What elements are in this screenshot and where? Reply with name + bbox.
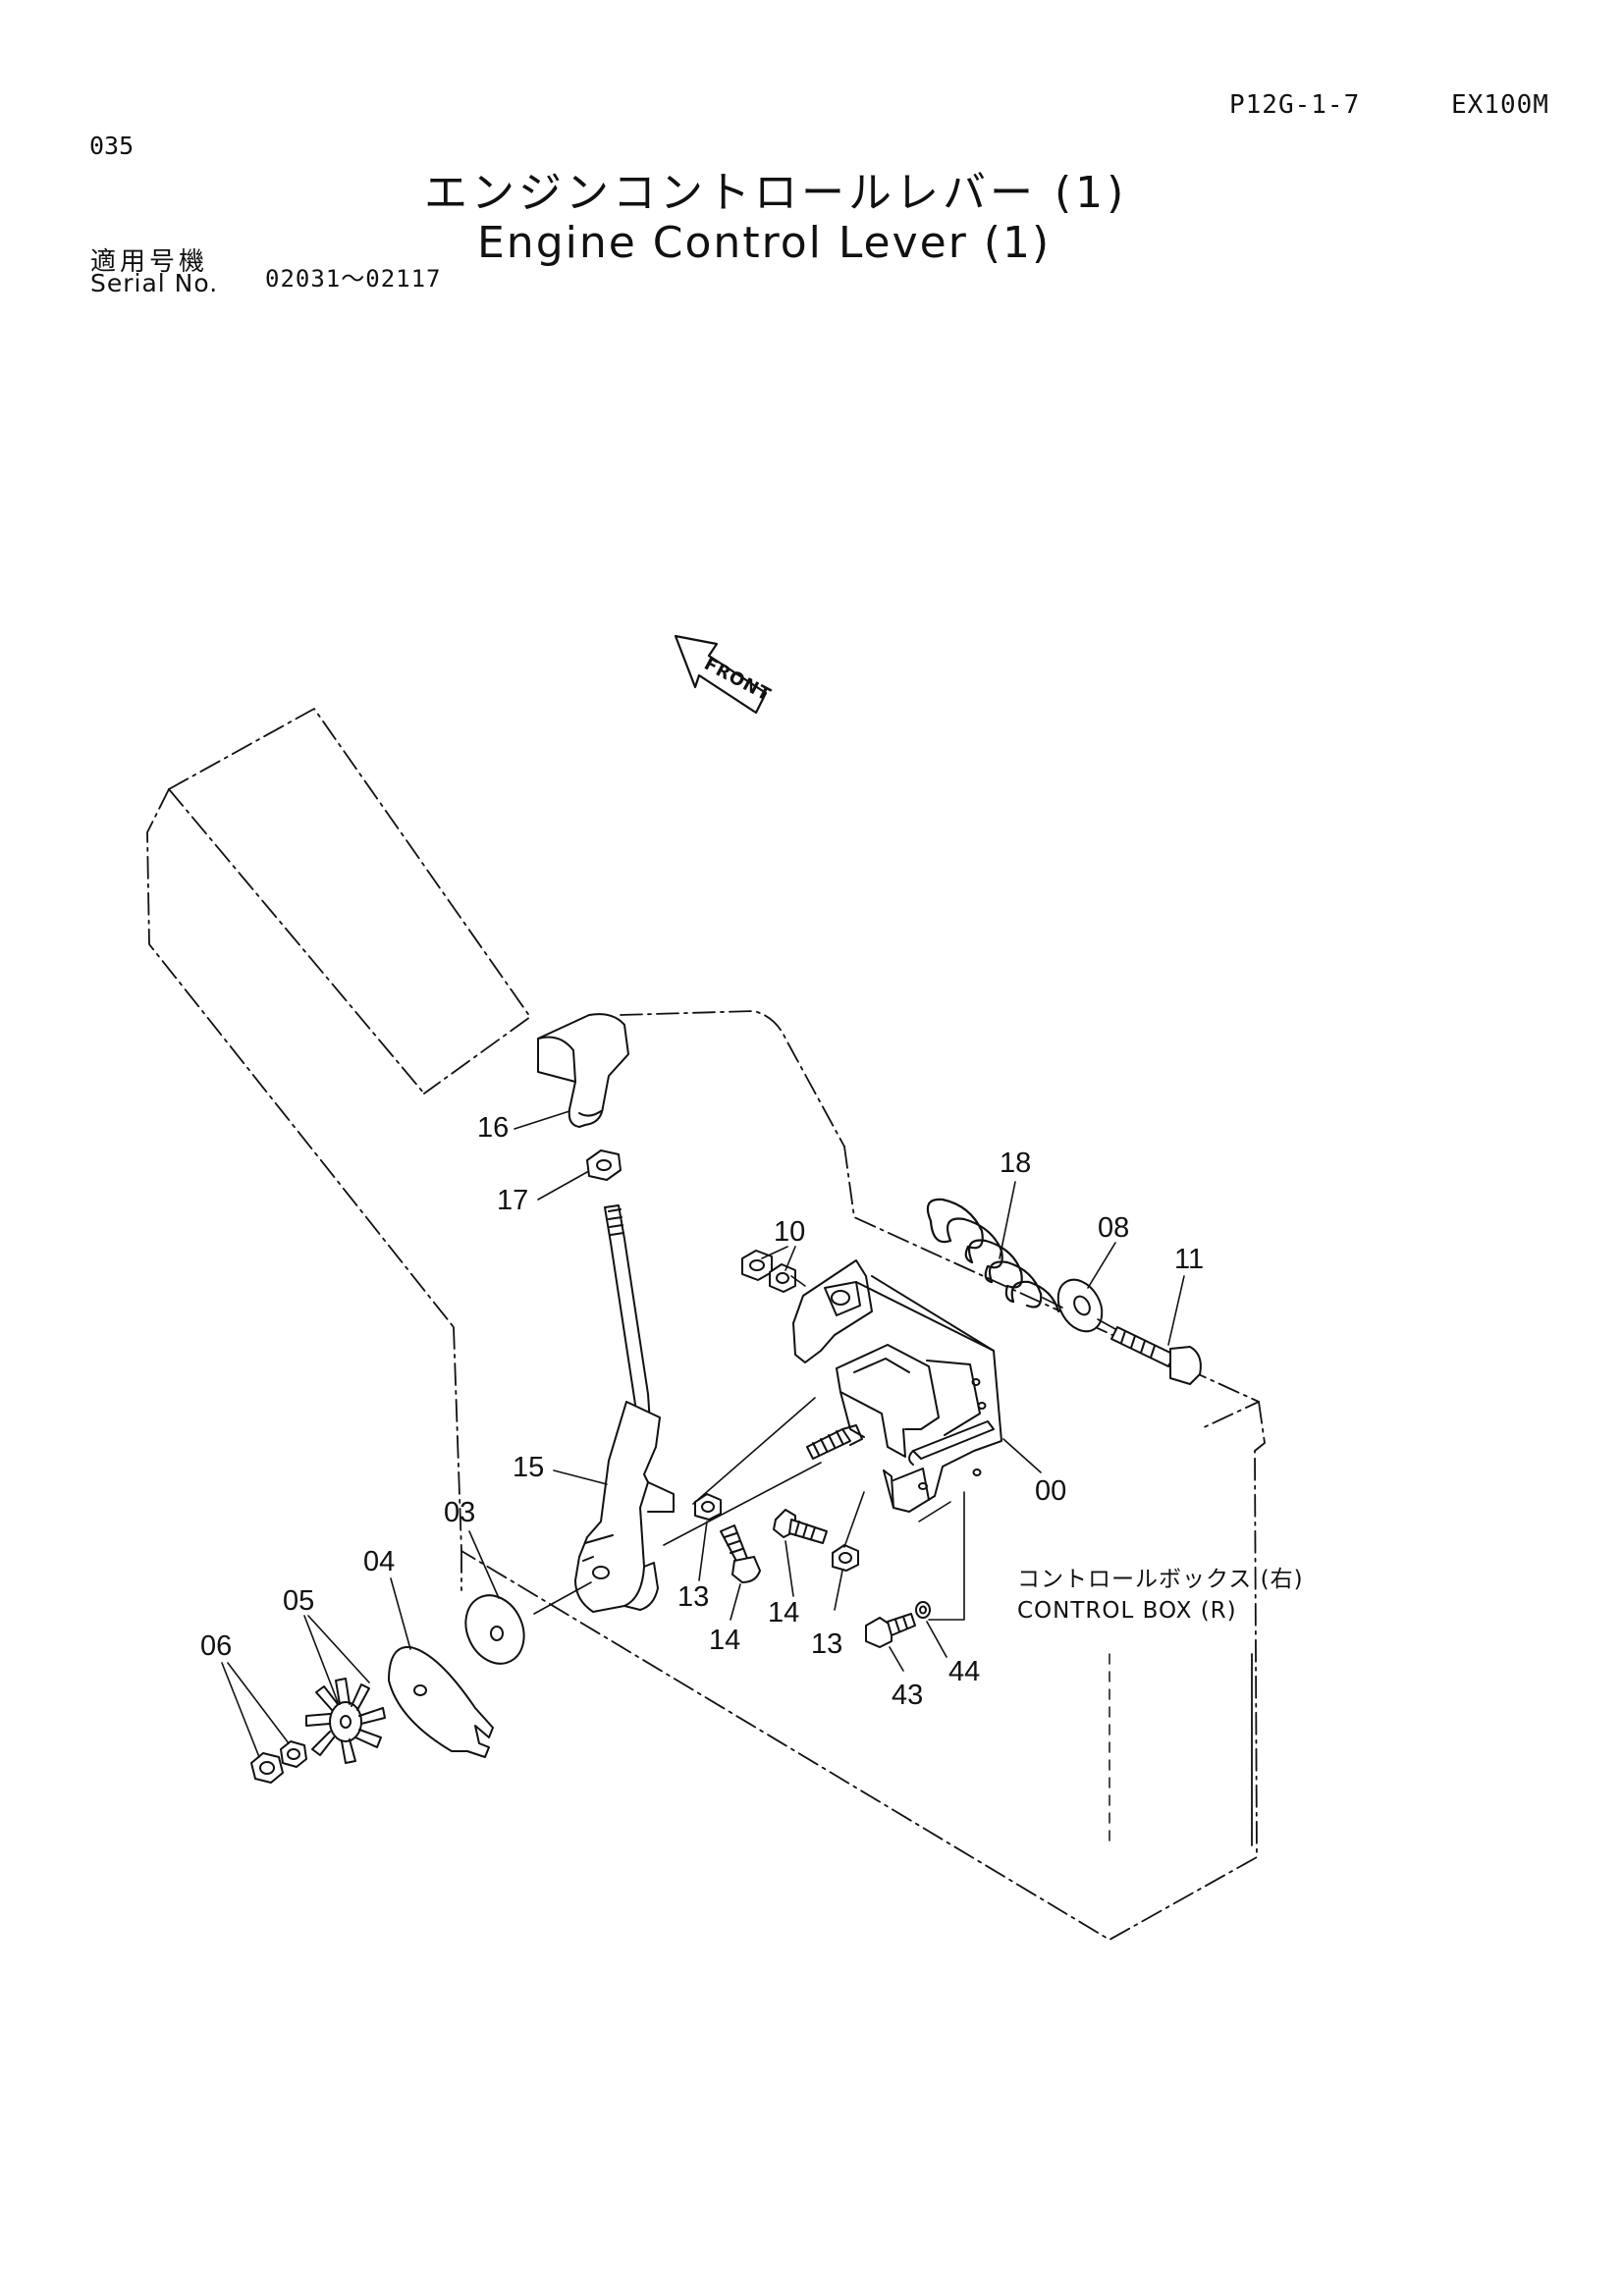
model-number: EX100M xyxy=(1451,90,1549,120)
washer-part-44 xyxy=(915,1601,931,1619)
stud xyxy=(806,1424,863,1460)
page-code: P12G-1-7 xyxy=(1229,90,1361,120)
nut-part-10a xyxy=(741,1250,773,1281)
callout-14b: 14 xyxy=(768,1597,799,1629)
callout-13a: 13 xyxy=(677,1581,709,1613)
callout-00: 00 xyxy=(1035,1475,1066,1507)
knob-part-16 xyxy=(537,1013,629,1128)
callout-16: 16 xyxy=(477,1112,509,1144)
callout-10: 10 xyxy=(774,1216,805,1248)
nut-part-13a xyxy=(694,1493,722,1521)
bracket-part-00 xyxy=(792,1259,1002,1513)
front-label: FRONT xyxy=(701,654,775,706)
callout-08: 08 xyxy=(1098,1212,1129,1244)
callout-13b: 13 xyxy=(811,1629,842,1660)
front-arrow-icon: FRONT xyxy=(674,634,775,715)
bolt-part-14a xyxy=(720,1524,761,1583)
bolt-part-14b xyxy=(773,1509,828,1544)
page-number: 035 xyxy=(89,132,135,160)
callout-04: 04 xyxy=(363,1546,395,1577)
callout-43: 43 xyxy=(892,1680,923,1711)
nut-part-13b xyxy=(832,1544,859,1572)
nut-part-06b xyxy=(280,1740,307,1768)
control-box-label-english: CONTROL BOX (R) xyxy=(1017,1598,1237,1624)
nut-part-17 xyxy=(586,1149,622,1181)
callout-14a: 14 xyxy=(709,1625,740,1656)
bolt-part-11 xyxy=(1110,1326,1202,1385)
lockwasher-part-05 xyxy=(305,1678,386,1764)
callout-labels: 16 17 15 10 18 08 11 00 03 04 05 06 13 1… xyxy=(200,1112,1204,1711)
serial-range: 02031～02117 xyxy=(265,265,442,293)
callout-44: 44 xyxy=(948,1656,980,1687)
assembly-axis-lines xyxy=(533,1275,1116,1621)
callout-06: 06 xyxy=(200,1630,232,1662)
console-housing-outline xyxy=(146,708,1266,1941)
washer-part-03 xyxy=(464,1594,525,1665)
serial-label-japanese: 適用号機 xyxy=(90,247,209,277)
lever-part-15 xyxy=(574,1204,675,1613)
callout-11: 11 xyxy=(1174,1244,1204,1275)
nut-part-10b xyxy=(769,1263,796,1293)
plate-part-04 xyxy=(388,1645,494,1758)
title-japanese: エンジンコントロールレバー (1) xyxy=(424,168,1128,218)
callout-18: 18 xyxy=(1000,1148,1031,1179)
leader-lines xyxy=(221,1110,1185,1758)
serial-label-english: Serial No. xyxy=(90,269,219,297)
callout-15: 15 xyxy=(513,1452,544,1483)
callout-03: 03 xyxy=(444,1497,475,1528)
callout-17: 17 xyxy=(497,1185,528,1216)
title-english: Engine Control Lever (1) xyxy=(477,218,1052,268)
nut-part-06a xyxy=(250,1752,284,1784)
control-box-note: コントロールボックス (右) CONTROL BOX (R) xyxy=(1017,1567,1304,1624)
callout-05: 05 xyxy=(283,1585,314,1617)
spring-part-18 xyxy=(926,1198,1060,1313)
bolt-part-43 xyxy=(865,1613,916,1648)
washer-part-08 xyxy=(1056,1278,1104,1333)
control-box-label-japanese: コントロールボックス (右) xyxy=(1017,1567,1304,1592)
